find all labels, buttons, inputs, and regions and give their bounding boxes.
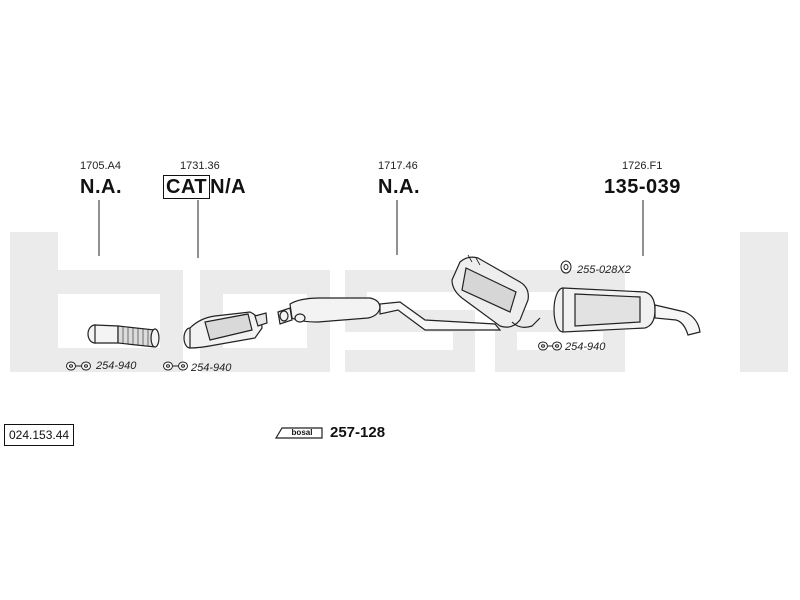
clamp-label-1: 254-940 (96, 360, 137, 372)
front-flex-pipe (87, 324, 160, 348)
clamp-label-3: 255-028X2 (577, 264, 631, 276)
part-3-label: N.A. (378, 176, 420, 198)
kit-number: 257-128 (330, 424, 386, 441)
part-1-ref: 1705.A4 (80, 160, 121, 172)
kit-badge: bosal (291, 428, 313, 437)
clamp-icon-2 (163, 361, 188, 371)
part-4-ref: 1726.F1 (622, 160, 663, 172)
part-4-label: 135-039 (604, 176, 681, 198)
middle-silencer (277, 297, 502, 331)
part-3-ref: 1717.46 (378, 160, 418, 172)
clamp-icon-4 (538, 341, 562, 351)
catalytic-converter (183, 311, 268, 349)
clamp-label-2: 254-940 (191, 362, 232, 374)
clamp-icon-1 (66, 361, 91, 371)
clamp-label-4: 254-940 (565, 341, 606, 353)
part-2-ref: 1731.36 (180, 160, 220, 172)
rear-resonator-pipe (451, 254, 541, 328)
part-1-label: N.A. (80, 176, 122, 198)
diagram-id: 024.153.44 (4, 424, 75, 446)
part-2-label: N/A (210, 176, 247, 198)
clamp-icon-3 (560, 260, 572, 274)
mounting-kit-icon (274, 427, 323, 439)
cat-badge: CAT (163, 175, 211, 199)
rear-silencer (553, 287, 701, 336)
